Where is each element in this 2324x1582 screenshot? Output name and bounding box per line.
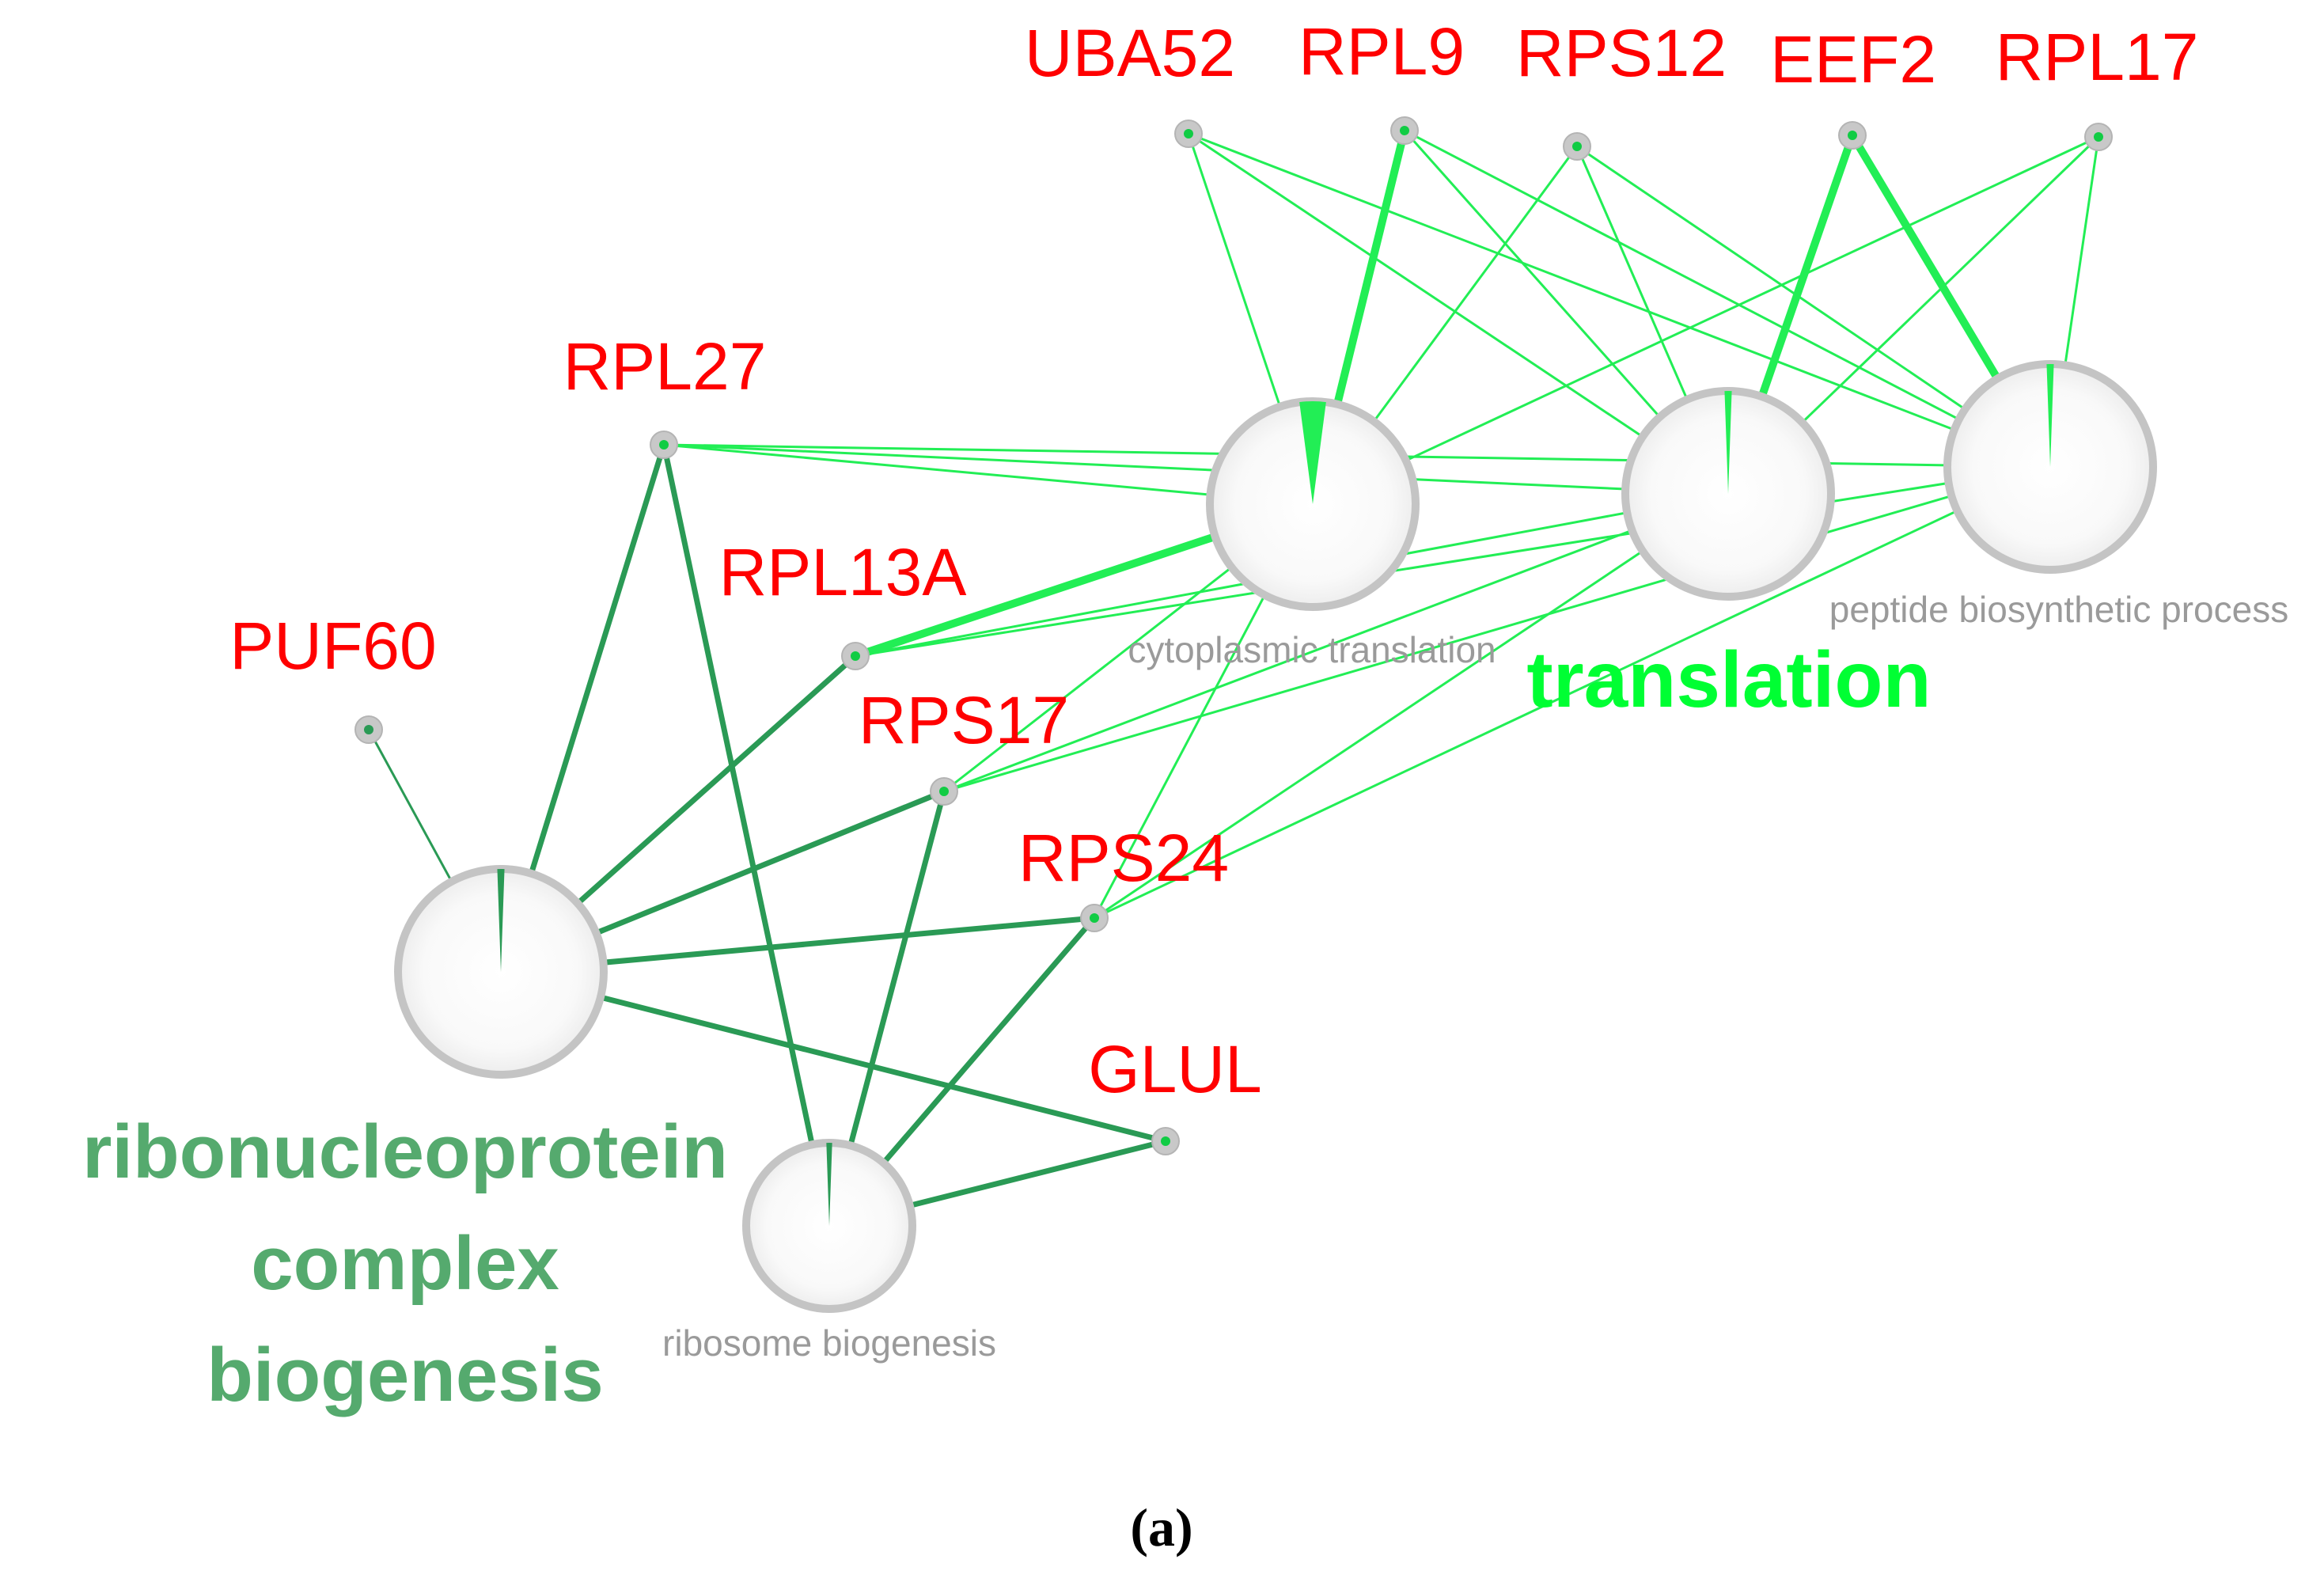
gene-label-rpl13a: RPL13A bbox=[719, 535, 967, 609]
edge-rpl9-peptide-biosynthetic-process bbox=[1403, 129, 2052, 469]
gene-node-dot bbox=[2094, 132, 2103, 142]
gene-label-glul: GLUL bbox=[1088, 1032, 1261, 1106]
term-node-wedge bbox=[826, 1143, 832, 1226]
gene-node-glul[interactable] bbox=[1151, 1127, 1180, 1155]
term-node-ribosome-biogenesis[interactable] bbox=[742, 1139, 916, 1313]
gene-node-rps24[interactable] bbox=[1080, 904, 1109, 932]
edge-rpl27-translation bbox=[662, 443, 1730, 495]
term-node-layer bbox=[394, 360, 2157, 1313]
gene-node-dot bbox=[1161, 1136, 1170, 1146]
gene-node-rpl9[interactable] bbox=[1390, 116, 1419, 145]
term-node-rnp-complex-biogenesis[interactable] bbox=[394, 865, 608, 1079]
gene-node-dot bbox=[1184, 129, 1193, 138]
edge-rps17-translation bbox=[942, 492, 1730, 793]
term-node-wedge bbox=[1724, 391, 1732, 494]
gene-label-rps17: RPS17 bbox=[859, 683, 1069, 757]
edge-rpl27-ribosome-biogenesis bbox=[661, 442, 832, 1229]
gene-node-rps12[interactable] bbox=[1563, 132, 1591, 161]
gene-node-dot bbox=[1848, 131, 1857, 140]
cluster-label-ribonucleoprotein-line-2: complex bbox=[251, 1221, 559, 1306]
gene-node-dot bbox=[1572, 142, 1582, 151]
edge-rps24-peptide-biosynthetic-process bbox=[1093, 465, 2052, 920]
gene-label-rpl17: RPL17 bbox=[1996, 20, 2199, 94]
edge-rps24-translation bbox=[1093, 492, 1730, 920]
gene-node-eef2[interactable] bbox=[1838, 121, 1867, 150]
term-label-peptide-biosynthetic-process: peptide biosynthetic process bbox=[1829, 589, 2288, 630]
edge-rpl27-cytoplasmic-translation bbox=[662, 443, 1314, 506]
term-node-translation[interactable] bbox=[1621, 387, 1835, 601]
edge-uba52-translation bbox=[1187, 132, 1730, 495]
edge-rps17-peptide-biosynthetic-process bbox=[942, 465, 2052, 793]
term-node-peptide-biosynthetic-process[interactable] bbox=[1943, 360, 2157, 574]
term-node-wedge bbox=[2046, 364, 2054, 467]
gene-node-dot bbox=[364, 725, 373, 734]
gene-label-rps24: RPS24 bbox=[1018, 821, 1229, 895]
gene-label-eef2: EEF2 bbox=[1770, 22, 1936, 97]
term-node-cytoplasmic-translation[interactable] bbox=[1206, 397, 1420, 611]
gene-label-rpl9: RPL9 bbox=[1298, 14, 1465, 89]
cluster-label-translation: translation bbox=[1526, 635, 1931, 724]
gene-node-rpl13a[interactable] bbox=[841, 642, 870, 670]
gene-label-rps12: RPS12 bbox=[1516, 16, 1727, 90]
cluster-label-ribonucleoprotein-line-1: ribonucleoprotein bbox=[82, 1110, 728, 1194]
cluster-label-ribonucleoprotein-line-3: biogenesis bbox=[207, 1333, 603, 1417]
gene-node-rpl27[interactable] bbox=[650, 431, 678, 459]
edge-rpl13a-peptide-biosynthetic-process bbox=[854, 465, 2052, 658]
edge-rpl17-cytoplasmic-translation bbox=[1311, 135, 2100, 506]
edge-glul-rnp-complex-biogenesis bbox=[498, 969, 1169, 1144]
gene-node-rpl17[interactable] bbox=[2084, 123, 2113, 151]
gene-label-puf60: PUF60 bbox=[229, 609, 436, 683]
term-label-ribosome-biogenesis: ribosome biogenesis bbox=[662, 1322, 996, 1364]
gene-node-uba52[interactable] bbox=[1174, 120, 1203, 148]
gene-node-rps17[interactable] bbox=[930, 777, 958, 806]
term-node-wedge bbox=[497, 869, 505, 972]
gene-node-dot bbox=[1400, 126, 1409, 135]
gene-label-rpl27: RPL27 bbox=[563, 329, 767, 404]
panel-label: (a) bbox=[1130, 1497, 1192, 1557]
gene-node-dot bbox=[1090, 913, 1099, 923]
gene-node-puf60[interactable] bbox=[354, 715, 383, 744]
term-node-wedge bbox=[1299, 401, 1326, 504]
edge-uba52-peptide-biosynthetic-process bbox=[1187, 132, 2052, 469]
gene-label-uba52: UBA52 bbox=[1025, 16, 1235, 90]
gene-node-dot bbox=[851, 651, 860, 661]
term-label-cytoplasmic-translation: cytoplasmic translation bbox=[1128, 629, 1496, 670]
gene-node-dot bbox=[659, 440, 669, 450]
gene-node-dot bbox=[939, 787, 949, 796]
